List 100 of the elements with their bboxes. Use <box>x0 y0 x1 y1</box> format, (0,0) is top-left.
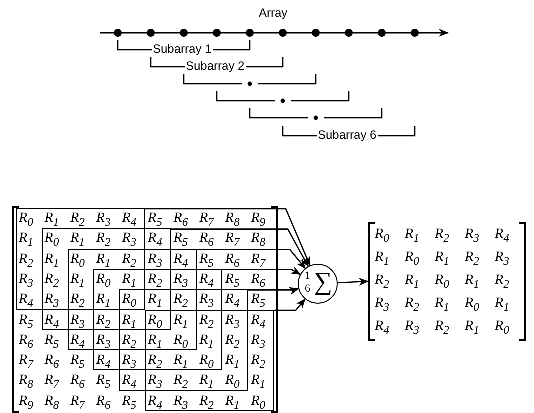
matrix-entry: R$_{3}$ <box>147 373 164 392</box>
matrix-entry: R$_{1}$ <box>147 292 164 311</box>
matrix-entry: R$_{1}$ <box>404 273 420 292</box>
matrix-entry: R$_{2}$ <box>224 332 241 352</box>
matrix-entry: R$_{2}$ <box>464 250 480 269</box>
matrix-entry: R$_{8}$ <box>18 373 34 392</box>
matrix-entry: R$_{2}$ <box>172 292 190 311</box>
matrix-entry: R$_{1}$ <box>121 272 138 291</box>
matrix-entry: R$_{9}$ <box>18 394 34 412</box>
matrix-entry: R$_{1}$ <box>434 250 450 269</box>
submatrix-outline <box>16 208 145 310</box>
arrow <box>274 298 306 312</box>
matrix-entry: R$_{4}$ <box>70 332 86 352</box>
matrix-entry: R$_{5}$ <box>172 231 190 250</box>
matrix-entry: R$_{0}$ <box>374 227 390 246</box>
matrix-entry: R$_{3}$ <box>121 353 138 372</box>
matrix-entry: R$_{0}$ <box>172 332 190 352</box>
matrix-entry: R$_{6}$ <box>224 252 241 270</box>
matrix-entry: R$_{2}$ <box>198 394 215 412</box>
matrix-entry: R$_{4}$ <box>44 312 60 332</box>
matrix-entry: R$_{2}$ <box>172 373 190 392</box>
fraction-numerator: 1 <box>305 271 310 282</box>
matrix-entry: R$_{4}$ <box>95 353 112 372</box>
matrix-entry: R$_{1}$ <box>434 296 450 315</box>
matrix-entry: R$_{1}$ <box>172 353 190 372</box>
summation-sign: ∑ <box>314 269 333 295</box>
matrix-entry: R$_{1}$ <box>121 312 138 332</box>
matrix-entry: R$_{4}$ <box>224 292 241 311</box>
submatrix-outline <box>68 248 197 350</box>
matrix-entry: R$_{1}$ <box>404 227 420 246</box>
matrix-entry: R$_{3}$ <box>198 292 215 311</box>
matrix-entry: R$_{2}$ <box>494 273 510 292</box>
matrix-entry: R$_{6}$ <box>198 231 215 250</box>
matrix-entry: R$_{1}$ <box>494 296 510 315</box>
matrix-entry: R$_{1}$ <box>198 332 215 352</box>
matrix-entry: R$_{0}$ <box>44 231 60 250</box>
matrix-entry: R$_{7}$ <box>224 231 241 250</box>
matrix-entry: R$_{6}$ <box>70 373 86 392</box>
matrix-entry: R$_{1}$ <box>95 252 112 270</box>
matrix-entry: R$_{3}$ <box>95 211 112 230</box>
matrix-entry: R$_{8}$ <box>224 211 241 230</box>
submatrix-outline <box>145 310 274 411</box>
matrix-entry: R$_{2}$ <box>121 332 138 352</box>
matrix-entry: R$_{0}$ <box>250 394 267 412</box>
bracket-label: Subarray 2 <box>185 59 246 73</box>
matrix-entry: R$_{3}$ <box>95 332 112 352</box>
arrow <box>222 266 302 276</box>
matrix-entry: R$_{1}$ <box>70 272 86 291</box>
matrix-entry: R$_{4}$ <box>198 272 215 291</box>
matrix-entry: R$_{6}$ <box>172 211 190 230</box>
matrix-entry: R$_{1}$ <box>464 273 480 292</box>
matrix-entry: R$_{2}$ <box>147 353 164 372</box>
matrix-entry: R$_{5}$ <box>70 353 86 372</box>
summation-circle <box>298 264 338 304</box>
matrix-entry: R$_{3}$ <box>18 272 34 291</box>
matrix-entry: R$_{0}$ <box>198 353 215 372</box>
matrix-entry: R$_{1}$ <box>70 231 86 250</box>
matrix-entry: R$_{2}$ <box>404 296 420 315</box>
matrix-entry: R$_{7}$ <box>70 394 86 412</box>
arrow <box>196 248 306 270</box>
matrix-entry: R$_{2}$ <box>95 312 112 332</box>
matrix-entry: R$_{3}$ <box>224 312 241 332</box>
matrix-entry: R$_{4}$ <box>374 319 390 338</box>
matrix-entry: R$_{7}$ <box>18 353 34 372</box>
matrix-entry: R$_{2}$ <box>374 273 390 292</box>
matrix-entry: R$_{1}$ <box>464 319 480 338</box>
matrix-entry: R$_{3}$ <box>172 272 190 291</box>
matrix-entry: R$_{0}$ <box>464 296 480 315</box>
matrix-entry: R$_{8}$ <box>250 231 267 250</box>
matrix-entry: R$_{1}$ <box>147 332 164 352</box>
arrow <box>145 208 311 267</box>
bracket-label: Subarray 1 <box>152 42 213 56</box>
matrix-entry: R$_{0}$ <box>404 250 420 269</box>
matrix-entry: R$_{2}$ <box>70 211 86 230</box>
matrix-entry: R$_{2}$ <box>434 227 450 246</box>
matrix-entry: R$_{0}$ <box>95 272 112 291</box>
arrow <box>170 228 309 268</box>
matrix-entry: R$_{5}$ <box>95 373 112 392</box>
matrix-entry: R$_{5}$ <box>224 272 241 291</box>
matrix-entry: R$_{2}$ <box>250 353 267 372</box>
matrix-entry: R$_{1}$ <box>224 394 241 412</box>
matrix-entry: R$_{7}$ <box>44 373 60 392</box>
matrix-entry: R$_{5}$ <box>18 312 34 332</box>
matrix-entry: R$_{1}$ <box>95 292 112 311</box>
matrix-entry: R$_{3}$ <box>404 319 420 338</box>
submatrix-outline <box>42 228 171 330</box>
matrix-entry: R$_{3}$ <box>121 231 138 250</box>
fraction-denominator: 6 <box>305 284 310 295</box>
matrix-entry: R$_{3}$ <box>494 250 510 269</box>
matrix-entry: R$_{0}$ <box>434 273 450 292</box>
matrix-entry: R$_{4}$ <box>121 373 138 392</box>
matrix-entry: R$_{2}$ <box>70 292 86 311</box>
matrix-entry: R$_{0}$ <box>121 292 138 311</box>
matrix-entry: R$_{7}$ <box>250 252 267 270</box>
arrow <box>248 287 300 296</box>
submatrix-outline <box>119 289 248 391</box>
matrix-entry: R$_{0}$ <box>147 312 164 332</box>
matrix-entry: R$_{0}$ <box>224 373 241 392</box>
matrix-entry: R$_{1}$ <box>250 373 267 392</box>
matrix-entry: R$_{1}$ <box>198 373 215 392</box>
